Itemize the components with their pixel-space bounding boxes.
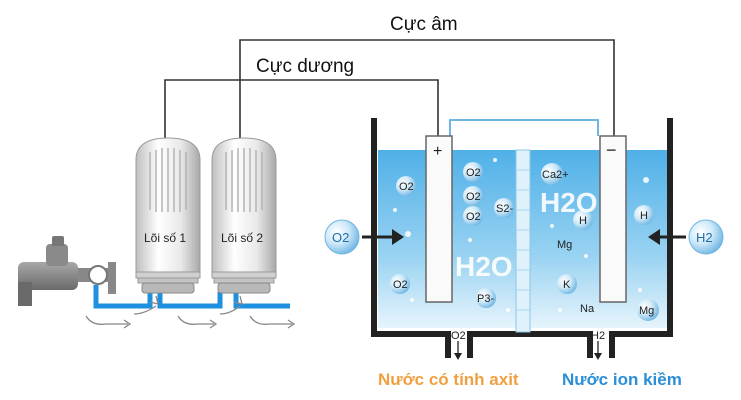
ion-label: S2- <box>496 203 513 215</box>
o2-outside-label: O2 <box>332 230 349 245</box>
flow-arrows <box>85 295 296 329</box>
anode-plus-sign: + <box>433 143 442 160</box>
anode-electrode <box>425 135 453 303</box>
acid-water-caption: Nước có tính axit <box>378 370 519 389</box>
filter-cartridge-1 <box>135 137 201 294</box>
filter-1-label: Lõi số 1 <box>144 231 186 245</box>
ion-label: O2 <box>399 181 414 193</box>
anode-wire-label: Cực dương <box>256 56 354 77</box>
ion-label: O2 <box>466 191 481 203</box>
h2-outside-label: H2 <box>696 230 713 245</box>
filter-cartridge-2 <box>211 137 277 294</box>
o2-input <box>324 219 404 255</box>
ion-label: P3- <box>477 293 494 305</box>
ion-label: H <box>579 215 587 227</box>
cathode-minus-sign: − <box>606 140 617 160</box>
h2o-label-right: H2O <box>540 187 598 218</box>
anode-wire <box>164 79 439 138</box>
cathode-wire-label: Cực âm <box>390 14 458 35</box>
h2-input <box>648 219 724 255</box>
ion-label: Na <box>580 303 595 315</box>
ion-label: K <box>563 279 571 291</box>
filter-2-label: Lõi số 2 <box>221 231 263 245</box>
wires <box>164 39 615 138</box>
outlet-o2-label: O2 <box>451 330 466 342</box>
ion-label: Mg <box>639 305 654 317</box>
outlet-h2-label: H2 <box>591 330 605 342</box>
ion-label: O2 <box>466 167 481 179</box>
ion-label: O2 <box>466 211 481 223</box>
anion-markers <box>390 162 514 308</box>
ion-label: O2 <box>393 279 408 291</box>
ion-label: H <box>640 210 648 222</box>
water-bubbles <box>393 158 649 312</box>
cathode-electrode <box>599 135 627 303</box>
h2o-label-left: H2O <box>455 251 513 282</box>
faucet-icon <box>18 236 116 306</box>
cation-markers <box>541 163 659 321</box>
membrane <box>515 149 531 333</box>
cathode-wire <box>239 39 615 138</box>
pipes <box>93 285 290 309</box>
ion-label: Mg <box>557 239 572 251</box>
ion-label: Ca2+ <box>542 169 569 181</box>
alkaline-water-caption: Nước ion kiềm <box>562 370 682 389</box>
